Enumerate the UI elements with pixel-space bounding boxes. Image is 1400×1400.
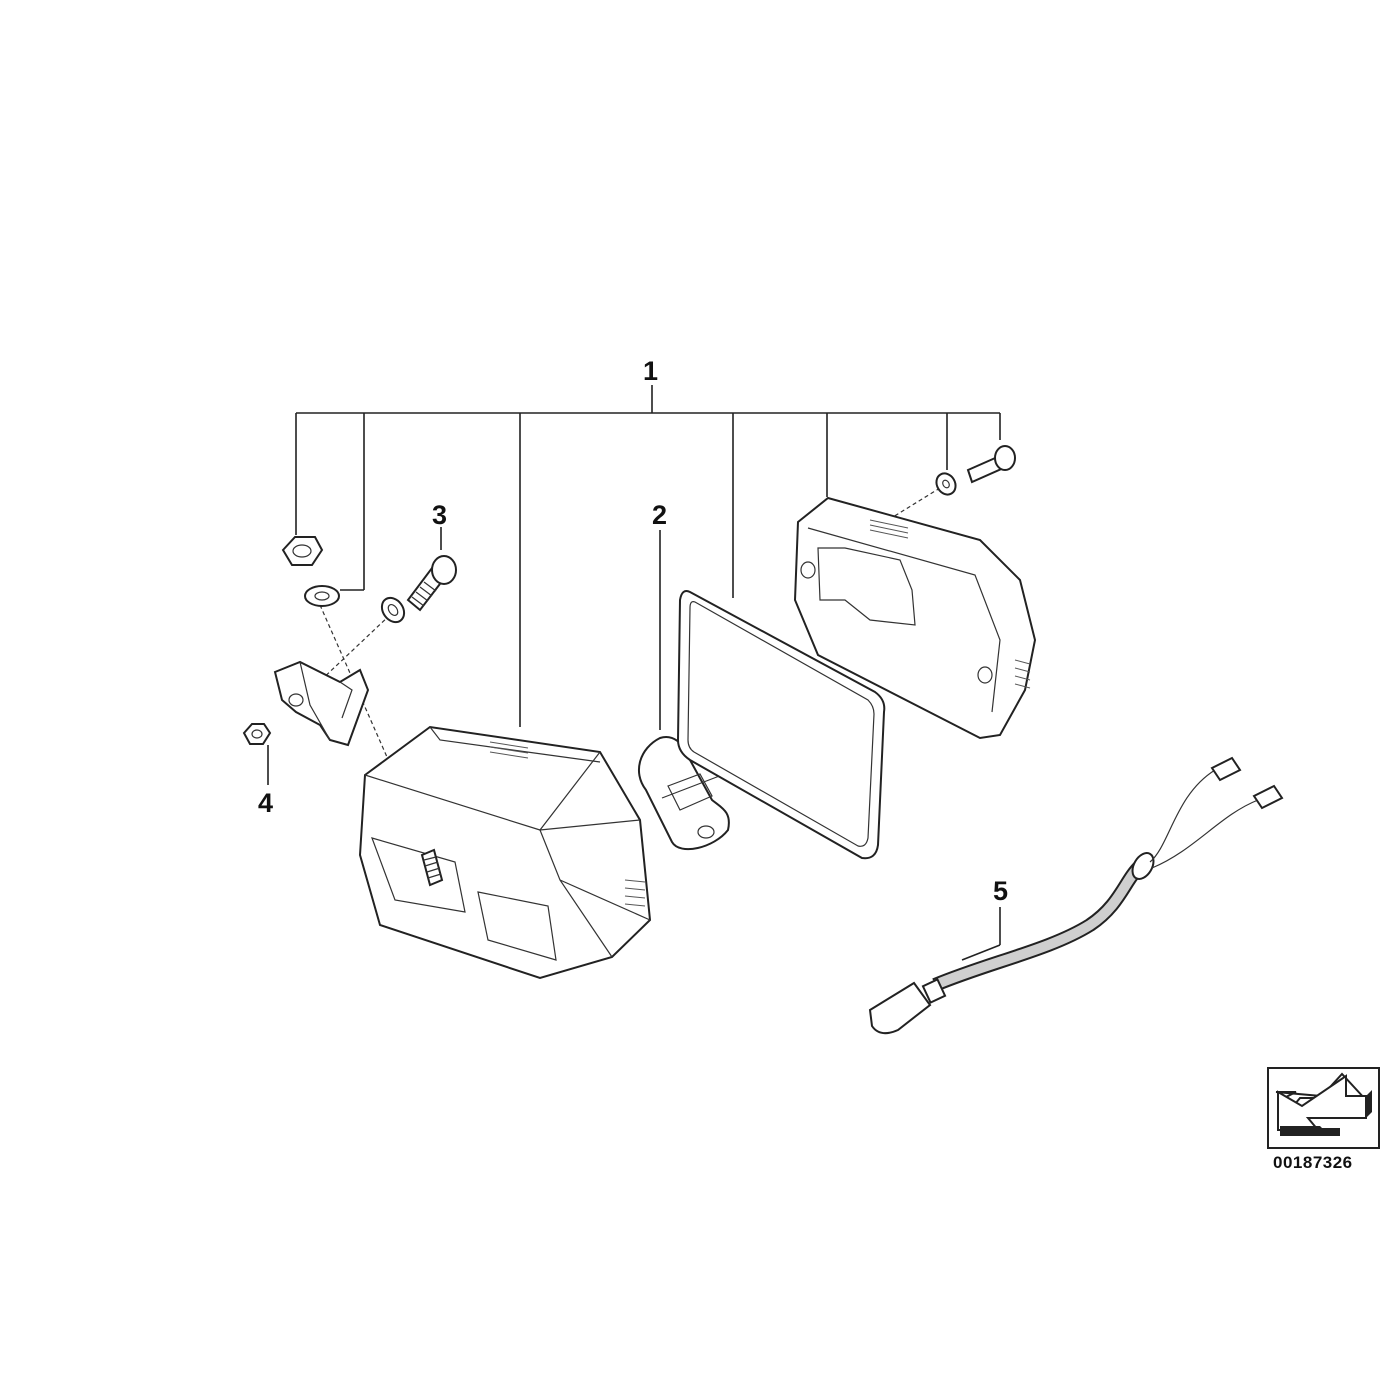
washer-part: [304, 585, 340, 607]
nut-part-4: [242, 723, 272, 745]
top-washer-part: [935, 472, 957, 496]
callout-3: 3: [432, 500, 447, 530]
screw-part-3: [406, 555, 457, 612]
top-screw-part: [966, 445, 1016, 484]
lamp-lens-part: [793, 496, 1037, 740]
callout-5: 5: [993, 876, 1008, 906]
callout-1: 1: [643, 356, 658, 386]
hex-nut-part: [281, 536, 324, 566]
wiring-harness-part-5: [868, 756, 1284, 1035]
direction-marker: [1267, 1067, 1380, 1149]
lens-gasket-part: [676, 590, 886, 860]
mounting-bracket-part: [273, 660, 370, 747]
callout-1-leaders: [267, 385, 1001, 961]
arrow-down-left-icon: [1275, 1072, 1372, 1136]
callout-4: 4: [258, 788, 273, 818]
rear-lamp-housing-part: [358, 725, 652, 980]
reference-number: 00187326: [1273, 1153, 1353, 1172]
bulb-part-2: [637, 736, 730, 851]
callout-2: 2: [652, 500, 667, 530]
lock-washer-part: [380, 596, 406, 624]
